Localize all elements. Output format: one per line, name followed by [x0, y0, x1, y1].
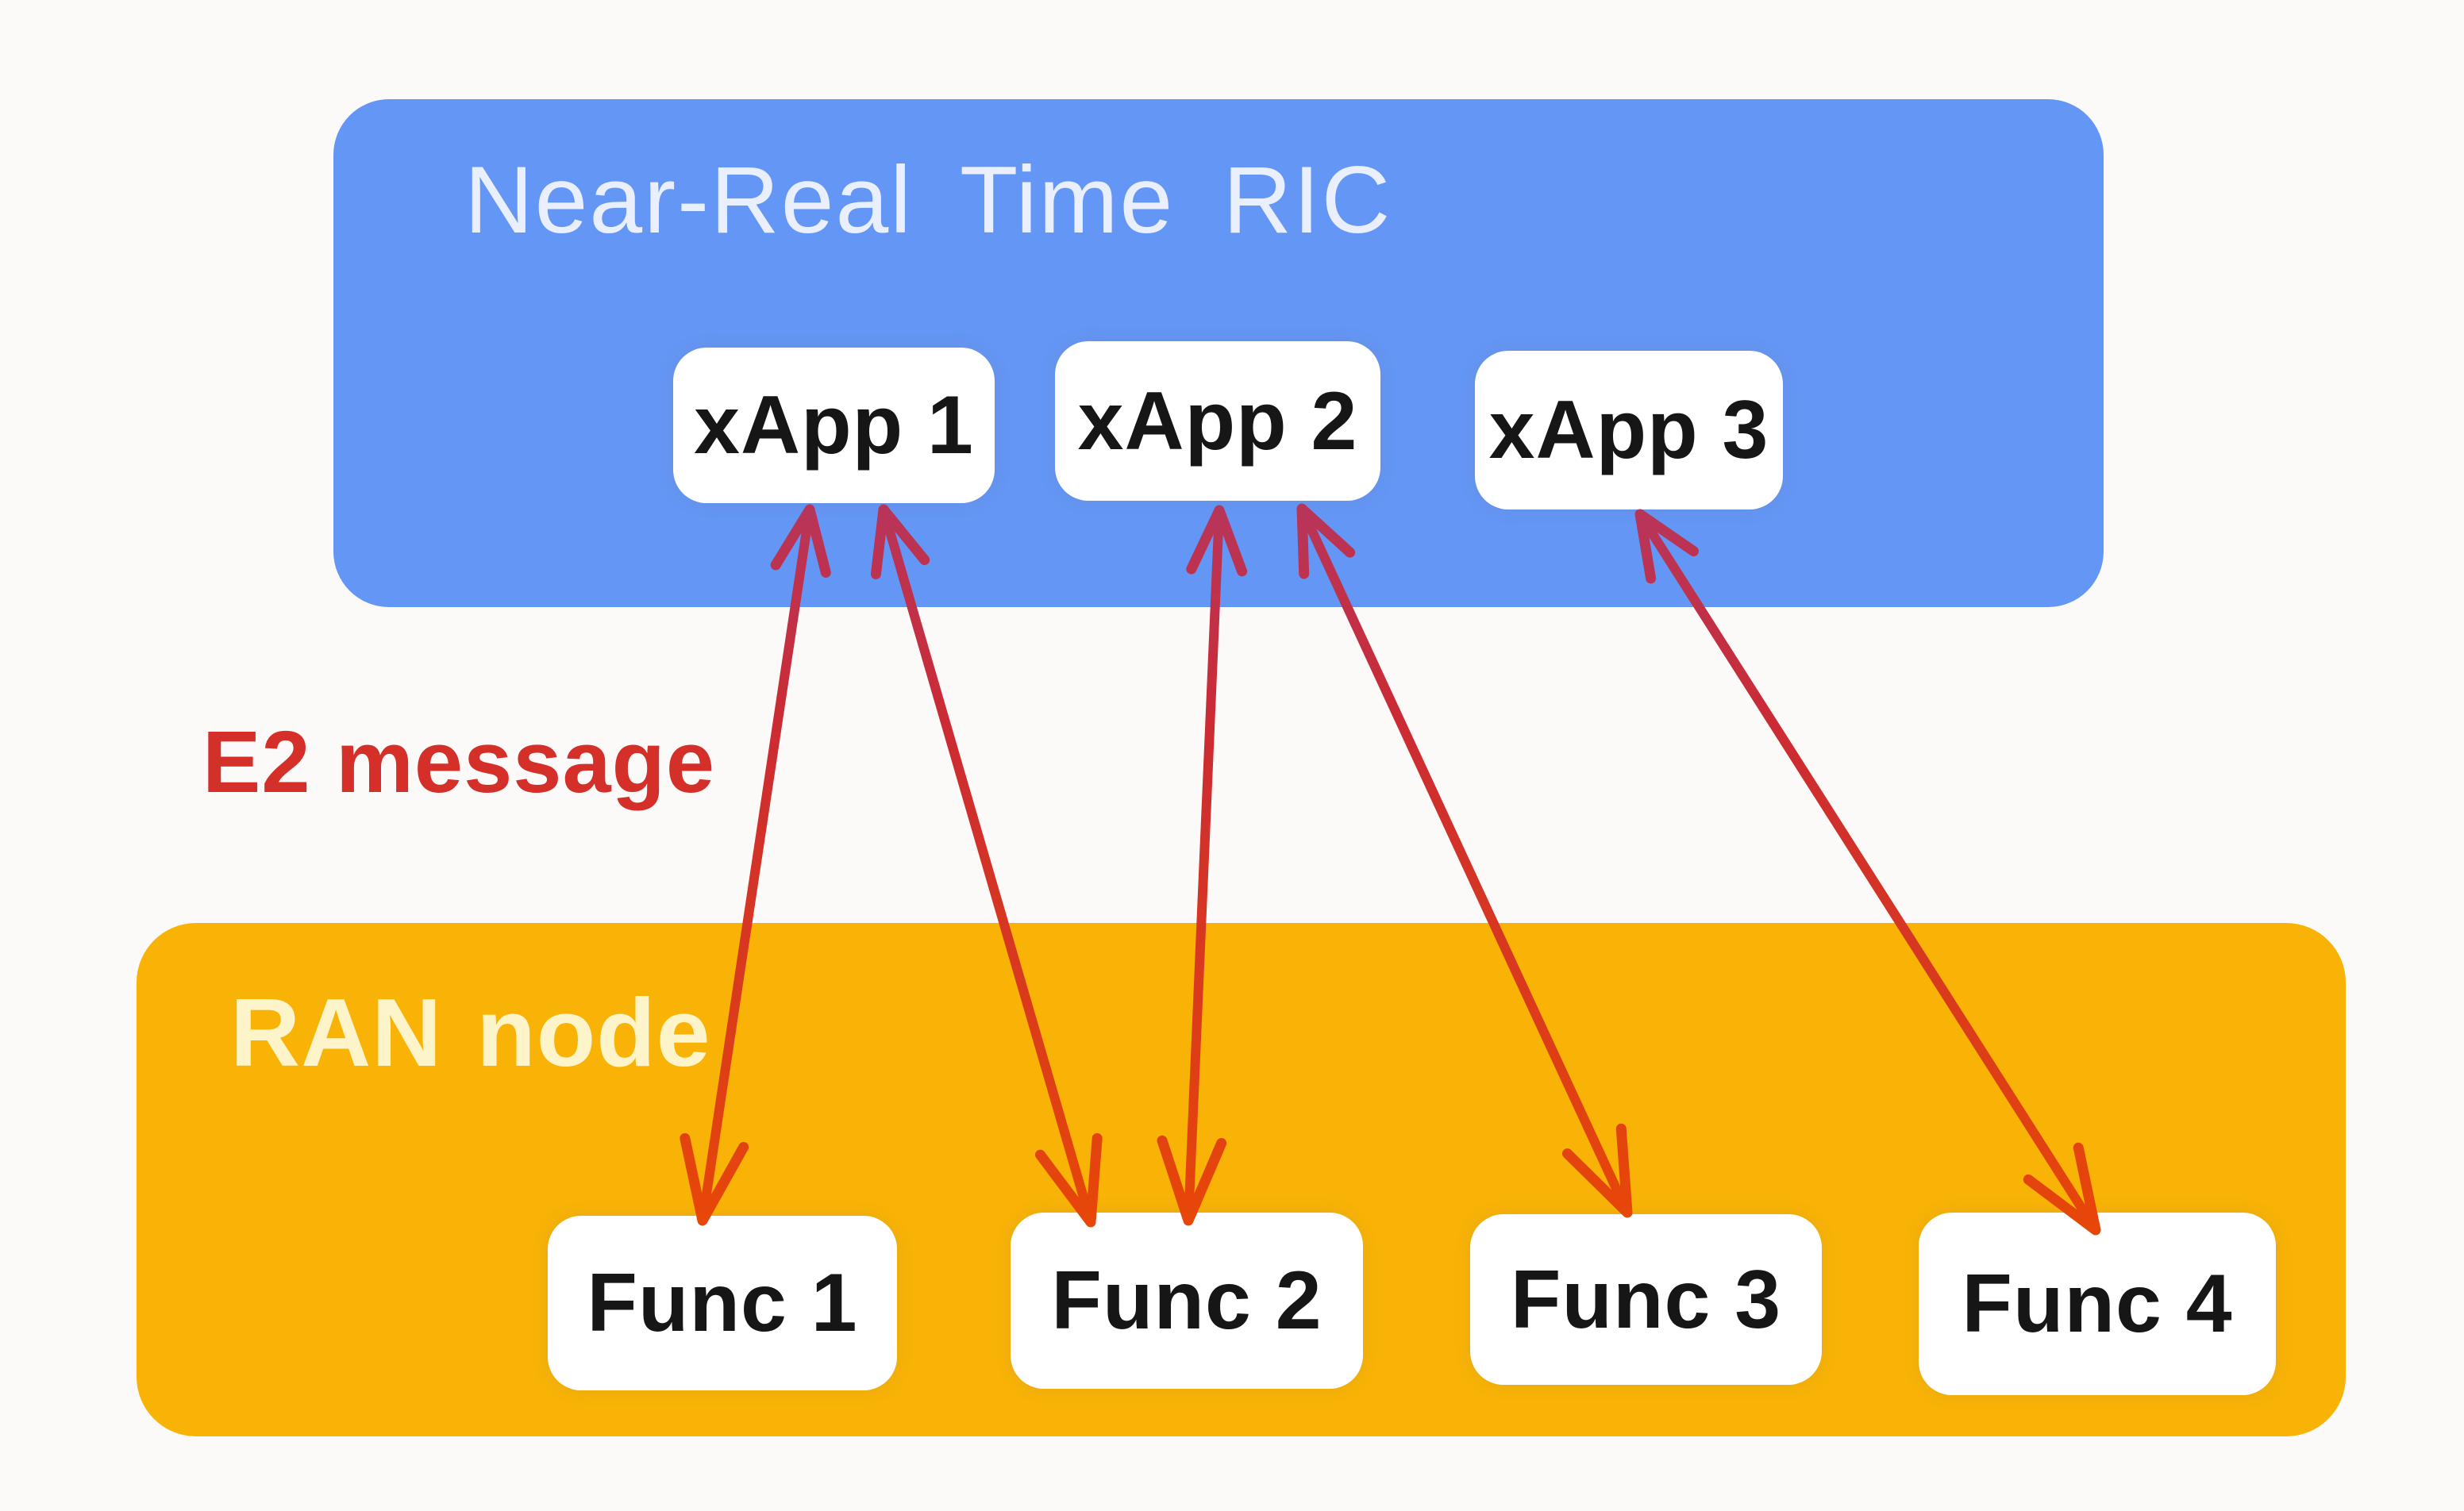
func-2-label: Func 2	[1051, 1255, 1322, 1347]
ric-title: Near-Real Time RIC	[464, 147, 1392, 253]
func-3-label: Func 3	[1510, 1253, 1782, 1346]
xapp-2-label: xApp 2	[1077, 375, 1358, 467]
xapp-1-label: xApp 1	[694, 379, 974, 471]
func-2-box: Func 2	[1011, 1213, 1363, 1389]
func-4-label: Func 4	[1962, 1258, 2233, 1350]
xapp-3-box: xApp 3	[1475, 351, 1783, 509]
xapp-3-label: xApp 3	[1488, 384, 1769, 476]
xapp-2-box: xApp 2	[1055, 341, 1380, 501]
ran-node-title: RAN node	[230, 978, 711, 1086]
func-3-box: Func 3	[1470, 1214, 1822, 1385]
e2-message-label: E2 message	[202, 713, 715, 811]
func-4-box: Func 4	[1919, 1213, 2276, 1395]
func-1-label: Func 1	[587, 1257, 858, 1349]
func-1-box: Func 1	[548, 1216, 897, 1390]
xapp-1-box: xApp 1	[673, 348, 995, 503]
